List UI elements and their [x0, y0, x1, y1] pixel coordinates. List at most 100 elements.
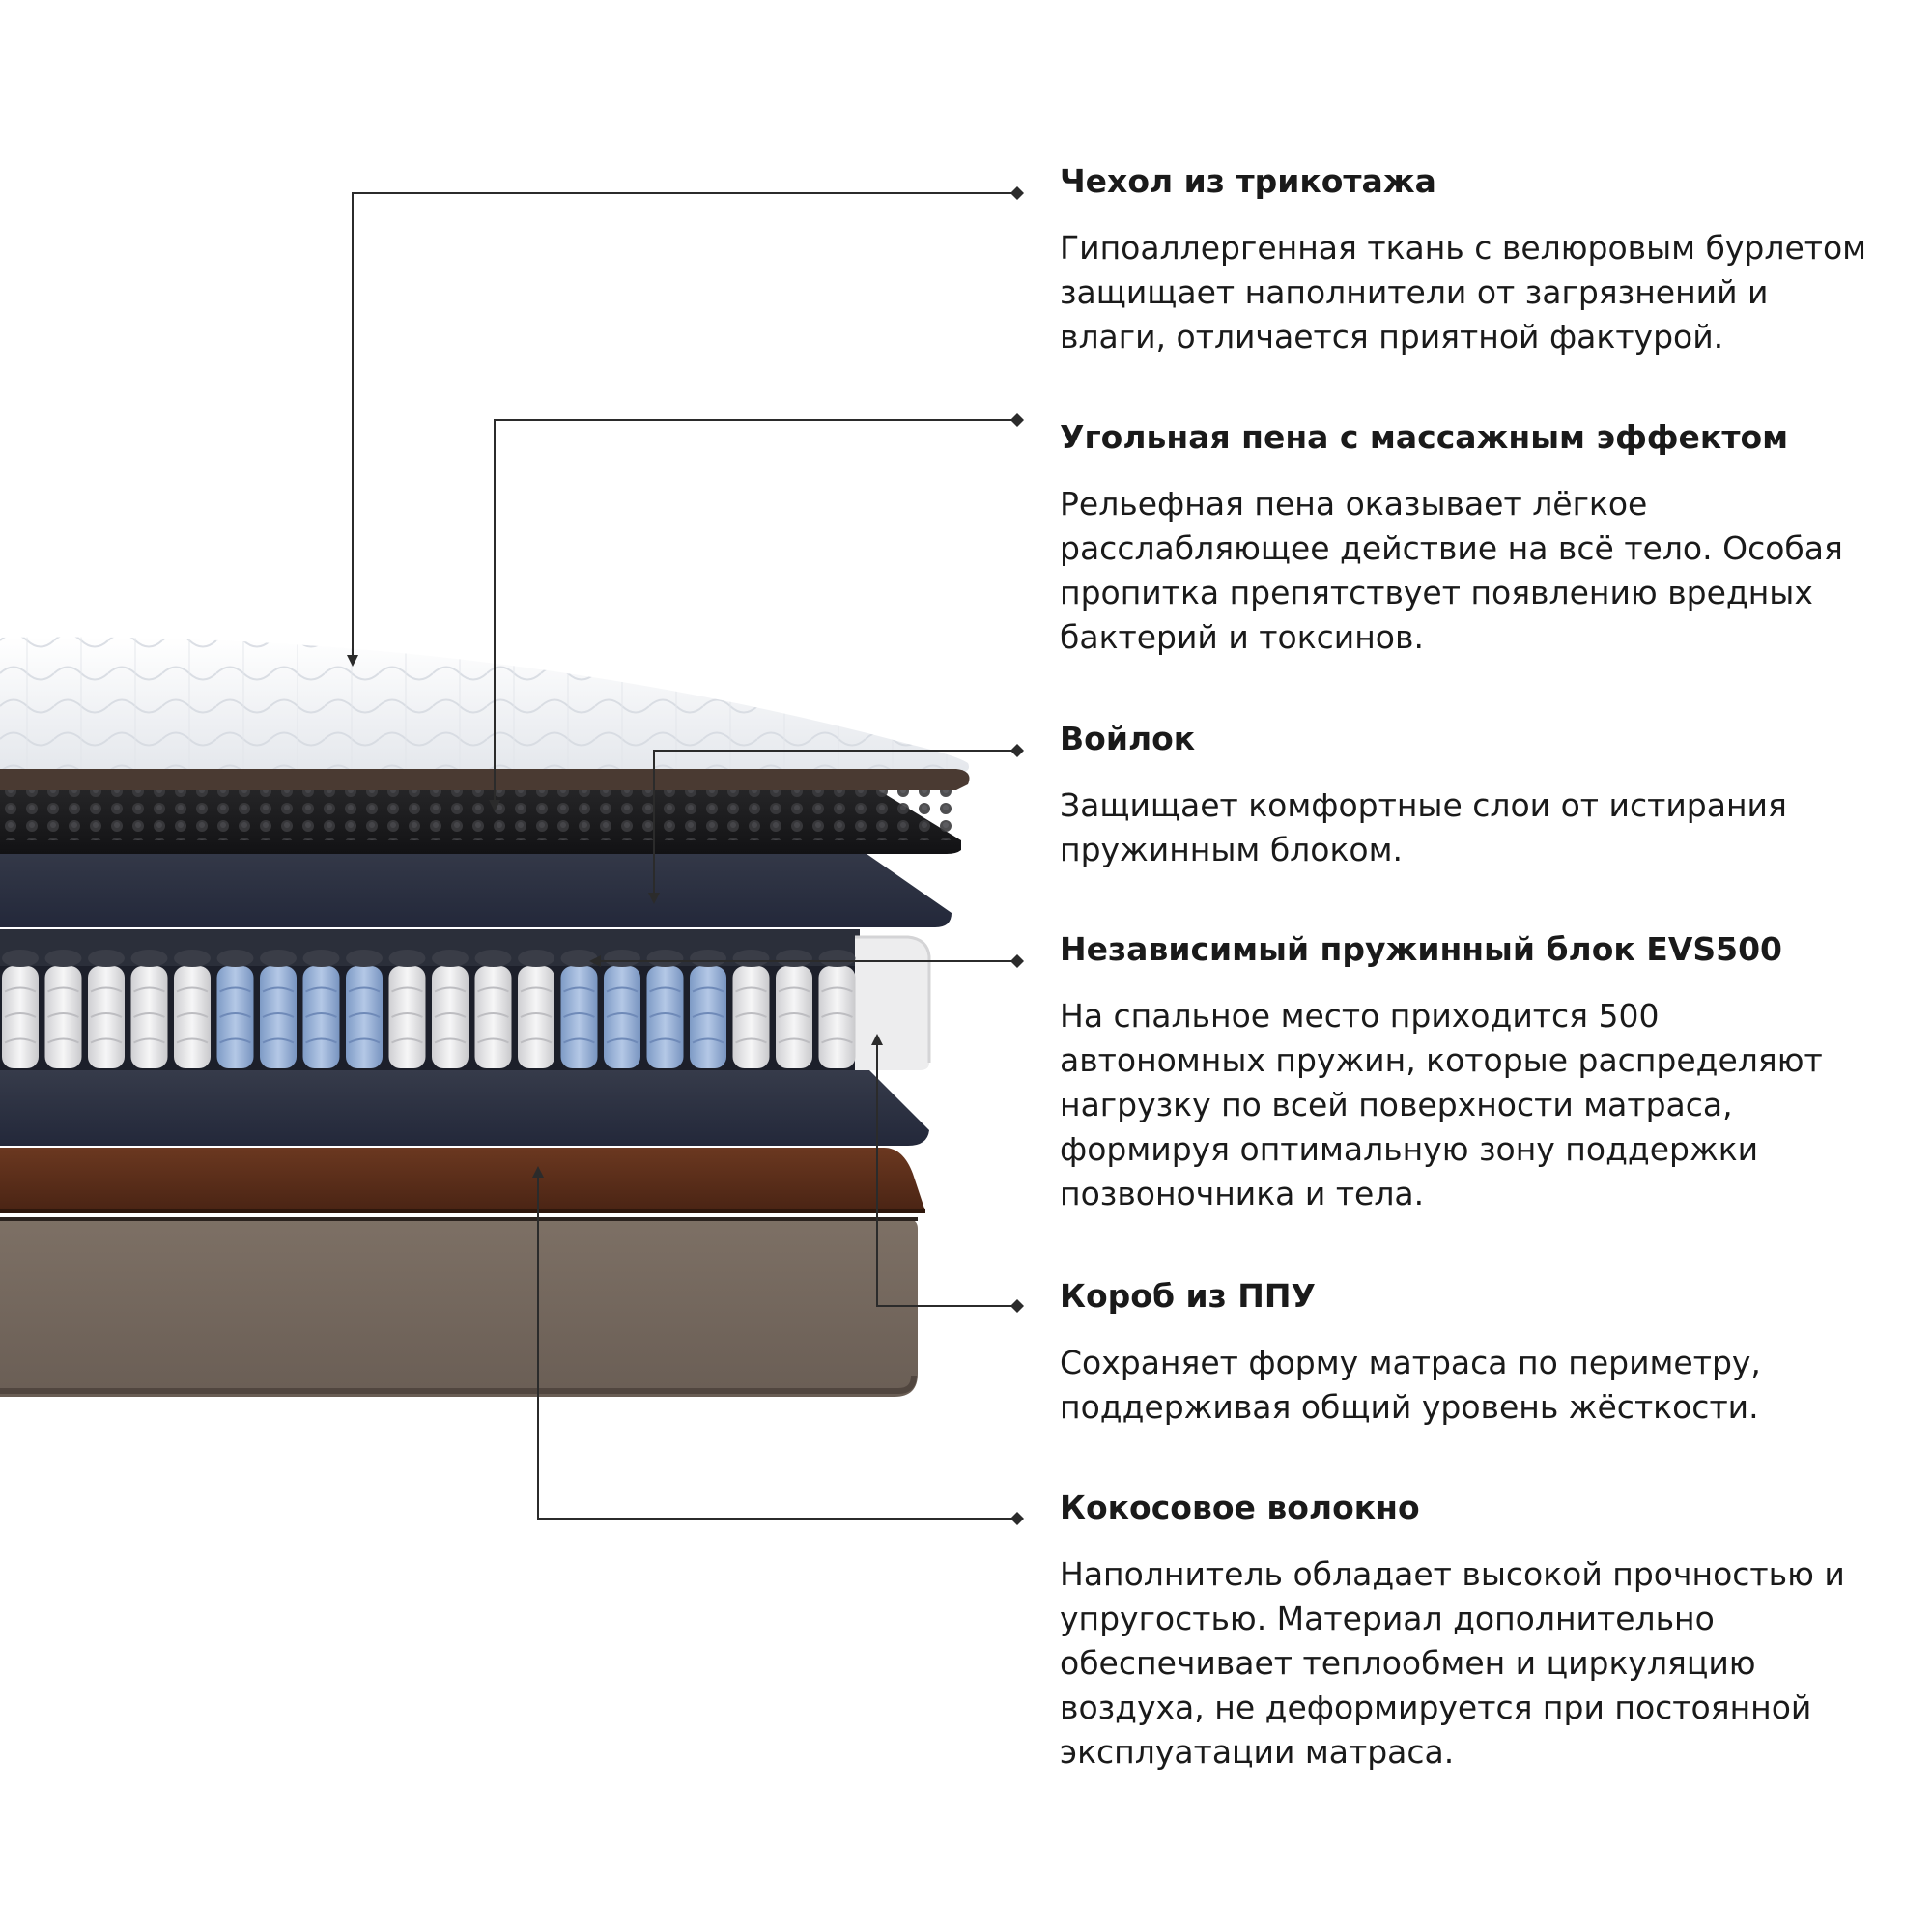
spring-pocket-seam	[477, 1012, 509, 1018]
spring-pocket-seam	[735, 1037, 767, 1044]
spring-pocket-seam	[434, 986, 467, 993]
spring-pocket-seam	[821, 986, 853, 993]
feature-title: Короб из ППУ	[1060, 1277, 1316, 1315]
spring-pocket-white	[44, 966, 82, 1068]
feature-coconut-fiber: Кокосовое волокно Наполнитель обладает в…	[1060, 1489, 1910, 1775]
spring-pocket-seam	[47, 1012, 79, 1018]
feature-description: На спальное место приходится 500 автоном…	[1060, 997, 1823, 1212]
spring-pocket-seam	[391, 1037, 423, 1044]
feature-description: Наполнитель обладает высокой прочностью …	[1060, 1555, 1845, 1771]
spring-pocket-blue	[646, 966, 684, 1068]
feature-description: Сохраняет форму матраса по периметру, по…	[1060, 1344, 1761, 1426]
spring-pocket-blue	[216, 966, 254, 1068]
spring-pocket-top	[474, 950, 512, 967]
spring-pocket-seam	[305, 1012, 337, 1018]
spring-pocket-seam	[778, 1037, 810, 1044]
spring-pocket-white	[474, 966, 512, 1068]
spring-pocket-blue	[346, 966, 383, 1068]
spring-pocket-seam	[434, 1037, 467, 1044]
spring-pocket-top	[388, 950, 426, 967]
spring-pocket-top	[44, 950, 82, 967]
spring-pocket-seam	[47, 986, 79, 993]
spring-pocket-seam	[821, 1037, 853, 1044]
spring-pocket-seam	[735, 986, 767, 993]
spring-pocket-seam	[692, 1037, 724, 1044]
coconut-fiber-layer	[0, 1148, 925, 1213]
spring-pocket-white	[2, 966, 39, 1068]
spring-pocket-white	[518, 966, 554, 1068]
spring-pocket-seam	[133, 1012, 165, 1018]
feature-description: Гипоаллергенная ткань с велюровым бурлет…	[1060, 229, 1867, 355]
spring-pocket-white	[818, 966, 856, 1068]
spring-pocket-seam	[434, 1012, 467, 1018]
spring-pocket-seam	[348, 986, 381, 993]
spring-pocket-white	[88, 966, 125, 1068]
feature-charcoal-foam: Угольная пена с массажным эффектом Релье…	[1060, 418, 1910, 660]
spring-pocket-top	[646, 950, 684, 967]
spring-pocket-seam	[563, 1037, 595, 1044]
spring-pocket-white	[432, 966, 469, 1068]
spring-pocket-seam	[520, 986, 553, 993]
spring-pocket-seam	[348, 1037, 381, 1044]
spring-pocket-seam	[649, 1012, 681, 1018]
feature-felt: Войлок Защищает комфортные слои от истир…	[1060, 720, 1910, 872]
spring-pocket-seam	[563, 1012, 595, 1018]
spring-pocket-seam	[262, 1012, 295, 1018]
spring-pocket-top	[174, 950, 211, 967]
spring-pocket-seam	[176, 986, 209, 993]
spring-pocket-top	[604, 950, 640, 967]
spring-pocket-seam	[47, 1037, 79, 1044]
spring-pocket-white	[130, 966, 168, 1068]
spring-pocket-seam	[348, 1012, 381, 1018]
felt-layer-upper	[0, 842, 952, 927]
spring-pocket-seam	[477, 986, 509, 993]
spring-pocket-seam	[391, 986, 423, 993]
spring-pocket-seam	[305, 1037, 337, 1044]
feature-foam-box: Короб из ППУ Сохраняет форму матраса по …	[1060, 1277, 1910, 1430]
spring-pocket-seam	[692, 1012, 724, 1018]
spring-pocket-seam	[176, 1037, 209, 1044]
spring-pocket-seam	[778, 986, 810, 993]
spring-pocket-top	[818, 950, 856, 967]
feature-title: Независимый пружинный блок EVS500	[1060, 930, 1783, 968]
feature-title: Угольная пена с массажным эффектом	[1060, 418, 1789, 456]
knitted-cover	[0, 637, 970, 790]
spring-pocket-top	[518, 950, 554, 967]
spring-pocket-seam	[305, 986, 337, 993]
spring-pocket-seam	[520, 1037, 553, 1044]
feature-knitted-cover: Чехол из трикотажа Гипоаллергенная ткань…	[1060, 162, 1910, 359]
spring-pocket-seam	[90, 1037, 123, 1044]
feature-title: Кокосовое волокно	[1060, 1489, 1420, 1526]
spring-pocket-top	[2, 950, 39, 967]
spring-pocket-seam	[90, 1012, 123, 1018]
spring-pocket-top	[560, 950, 598, 967]
spring-pocket-white	[776, 966, 812, 1068]
spring-pocket-seam	[520, 1012, 553, 1018]
spring-pocket-seam	[778, 1012, 810, 1018]
spring-pocket-blue	[690, 966, 726, 1068]
spring-pocket-seam	[391, 1012, 423, 1018]
spring-pocket-top	[88, 950, 125, 967]
spring-pocket-seam	[4, 986, 37, 993]
spring-pocket-seam	[821, 1012, 853, 1018]
spring-pocket-seam	[4, 1037, 37, 1044]
spring-pocket-top	[776, 950, 812, 967]
spring-pocket-seam	[477, 1037, 509, 1044]
spring-pocket-top	[346, 950, 383, 967]
spring-pocket-seam	[649, 1037, 681, 1044]
callout-markers	[347, 186, 1024, 1525]
spring-pocket-seam	[219, 986, 251, 993]
spring-pocket-white	[174, 966, 211, 1068]
spring-pocket-seam	[4, 1012, 37, 1018]
spring-pocket-seam	[649, 986, 681, 993]
spring-pocket-seam	[606, 986, 639, 993]
spring-pocket-seam	[606, 1037, 639, 1044]
spring-pocket-top	[432, 950, 469, 967]
spring-pocket-top	[216, 950, 254, 967]
feature-title: Войлок	[1060, 720, 1196, 757]
spring-pocket-white	[732, 966, 770, 1068]
spring-pocket-top	[130, 950, 168, 967]
spring-pocket-top	[260, 950, 297, 967]
charcoal-massage-foam	[0, 773, 961, 854]
